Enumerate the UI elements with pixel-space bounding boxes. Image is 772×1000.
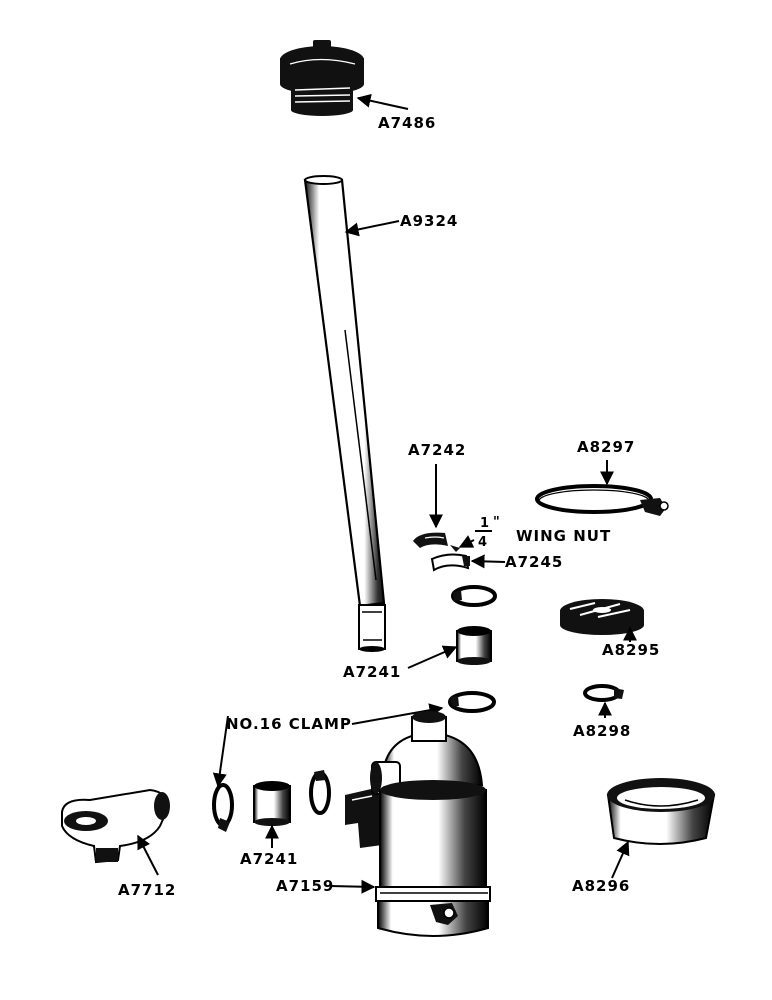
- clip-a7242-icon: [413, 532, 448, 548]
- inch-mark: ": [493, 515, 500, 530]
- no16-clamp-icon: [212, 783, 234, 832]
- label-a7245: A7245: [505, 553, 563, 571]
- fraction-numerator: 1: [480, 516, 489, 531]
- clamp-a8298-icon: [583, 684, 624, 702]
- hose-clamp-middle-icon: [448, 691, 496, 713]
- label-a9324: A9324: [400, 212, 458, 230]
- tube-a9324-icon: [303, 175, 386, 652]
- cap-a7486-icon: [280, 40, 364, 116]
- bracket-a7245-icon: [430, 553, 470, 572]
- hose-a7241-lower-icon: [253, 781, 291, 826]
- fraction-denominator: 4: [478, 535, 487, 550]
- elbow-a7712-icon: [61, 788, 170, 864]
- label-a7486: A7486: [378, 114, 436, 132]
- label-a7241-lower: A7241: [240, 850, 298, 868]
- cup-a8296-icon: [606, 778, 716, 845]
- label-a7159: A7159: [276, 877, 334, 895]
- label-a8295: A8295: [602, 641, 660, 659]
- air-cleaner-a7159-icon: [345, 711, 491, 937]
- label-a8298: A8298: [573, 722, 631, 740]
- label-a7242: A7242: [408, 441, 466, 459]
- cap-a8295-icon: [560, 599, 644, 635]
- hose-clamp-lower-icon: [309, 770, 331, 815]
- hose-a7241-upper-icon: [456, 626, 492, 665]
- label-a8296: A8296: [572, 877, 630, 895]
- label-a7241-upper: A7241: [343, 663, 401, 681]
- hose-clamp-upper-icon: [451, 585, 497, 607]
- label-no16-clamp: NO.16 CLAMP: [226, 715, 352, 733]
- label-wing-nut: WING NUT: [516, 527, 611, 545]
- band-clamp-a8297-icon: [535, 484, 669, 516]
- label-a7712: A7712: [118, 881, 176, 899]
- label-a8297: A8297: [577, 438, 635, 456]
- wing-nut-icon: [450, 545, 460, 552]
